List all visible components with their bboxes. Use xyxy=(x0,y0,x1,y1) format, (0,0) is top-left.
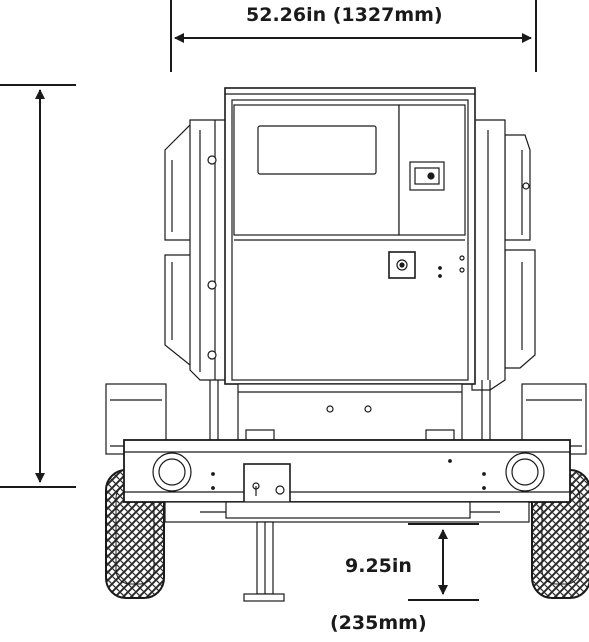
width-dimension-label: 52.26in (1327mm) xyxy=(246,4,443,26)
clearance-inch-label: 9.25in xyxy=(345,555,412,577)
width-dimension xyxy=(170,0,537,72)
clearance-mm-label: (235mm) xyxy=(330,612,427,634)
sub-frame xyxy=(209,380,491,443)
undercarriage xyxy=(164,501,530,523)
jack-stand xyxy=(243,521,285,602)
left-side-panels xyxy=(164,119,233,381)
machine xyxy=(105,87,589,602)
height-dimension xyxy=(0,84,76,488)
clearance-dimension xyxy=(408,523,479,601)
main-enclosure xyxy=(224,87,476,385)
bumper xyxy=(123,439,571,505)
right-side-panels xyxy=(471,119,536,391)
